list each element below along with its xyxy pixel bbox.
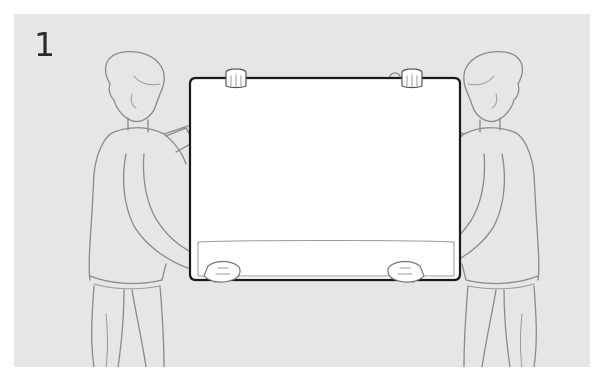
bottom-hand-right bbox=[388, 262, 424, 283]
step-panel: 1 bbox=[14, 14, 590, 367]
carried-panel bbox=[190, 78, 460, 280]
top-hand-left bbox=[226, 69, 246, 88]
top-hand-right bbox=[402, 69, 422, 88]
bottom-hand-left bbox=[204, 262, 240, 283]
two-person-lift-illustration bbox=[14, 14, 590, 367]
